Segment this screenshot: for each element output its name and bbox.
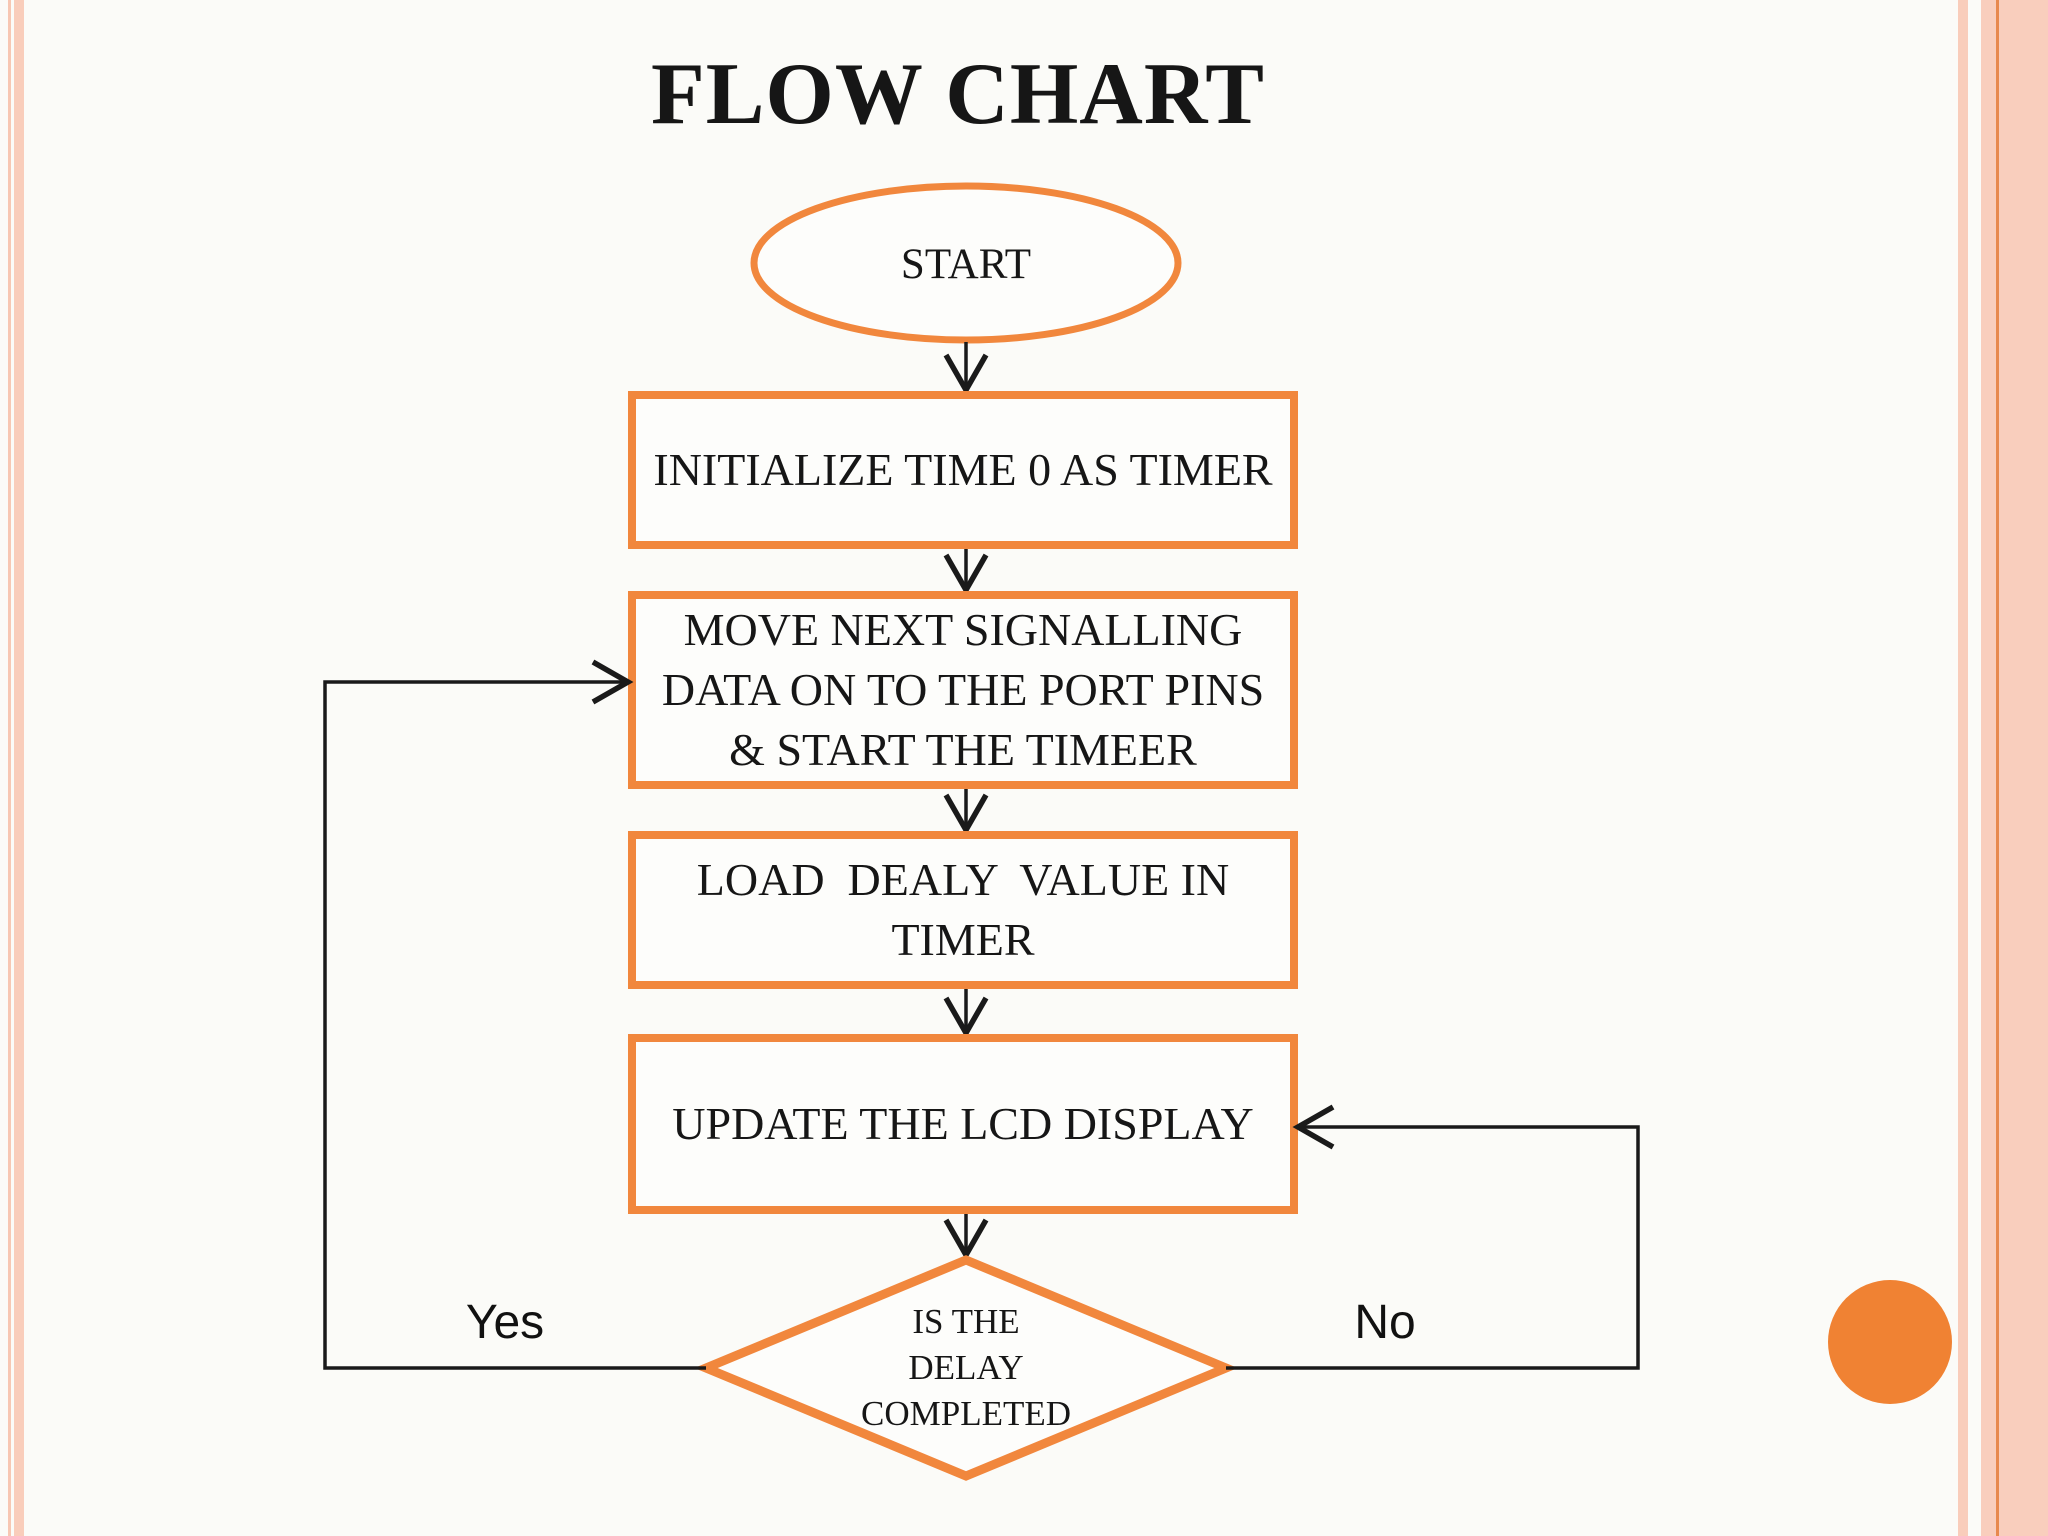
move-data-line-3: & START THE TIMEER bbox=[729, 724, 1197, 775]
load-delay-line-2: TIMER bbox=[891, 914, 1035, 965]
load-delay-label: LOAD DEALY VALUE IN TIMER bbox=[632, 835, 1294, 985]
no-branch-connector bbox=[1226, 1104, 1640, 1370]
yes-branch-label: Yes bbox=[465, 1295, 545, 1349]
start-node-label: START bbox=[900, 240, 1032, 288]
move-data-line-1: MOVE NEXT SIGNALLING bbox=[683, 604, 1243, 655]
right-border-panel bbox=[1981, 0, 2048, 1536]
delay-check-line-1: IS THE bbox=[912, 1302, 1020, 1341]
page-title: FLOW CHART bbox=[650, 46, 1265, 143]
update-lcd-label: UPDATE THE LCD DISPLAY bbox=[672, 1098, 1254, 1149]
delay-check-line-3: COMPLETED bbox=[861, 1394, 1071, 1433]
init-timer-label: INITIALIZE TIME 0 AS TIMER bbox=[653, 444, 1273, 495]
delay-check-line-2: DELAY bbox=[908, 1348, 1024, 1387]
process-box-init-timer bbox=[628, 391, 1298, 549]
load-delay-line-1: LOAD DEALY VALUE IN bbox=[696, 854, 1230, 905]
delay-check-label: IS THE DELAY COMPLETED bbox=[706, 1282, 1226, 1454]
corner-circle-decoration bbox=[1828, 1280, 1952, 1404]
right-border-thin-stripe bbox=[1958, 0, 1968, 1536]
right-border-accent-line bbox=[1996, 0, 1999, 1536]
decision-diamond-delay-check bbox=[694, 1255, 1238, 1481]
left-border-thin-stripe bbox=[8, 0, 11, 1536]
move-data-line-2: DATA ON TO THE PORT PINS bbox=[661, 664, 1265, 715]
no-branch-label: No bbox=[1354, 1295, 1416, 1349]
move-data-label: MOVE NEXT SIGNALLING DATA ON TO THE PORT… bbox=[632, 595, 1294, 785]
process-box-load-delay bbox=[628, 831, 1298, 989]
left-border-thick-stripe bbox=[14, 0, 24, 1536]
yes-branch-connector bbox=[323, 659, 706, 1370]
process-box-move-data bbox=[628, 591, 1298, 789]
start-ellipse bbox=[750, 182, 1182, 344]
